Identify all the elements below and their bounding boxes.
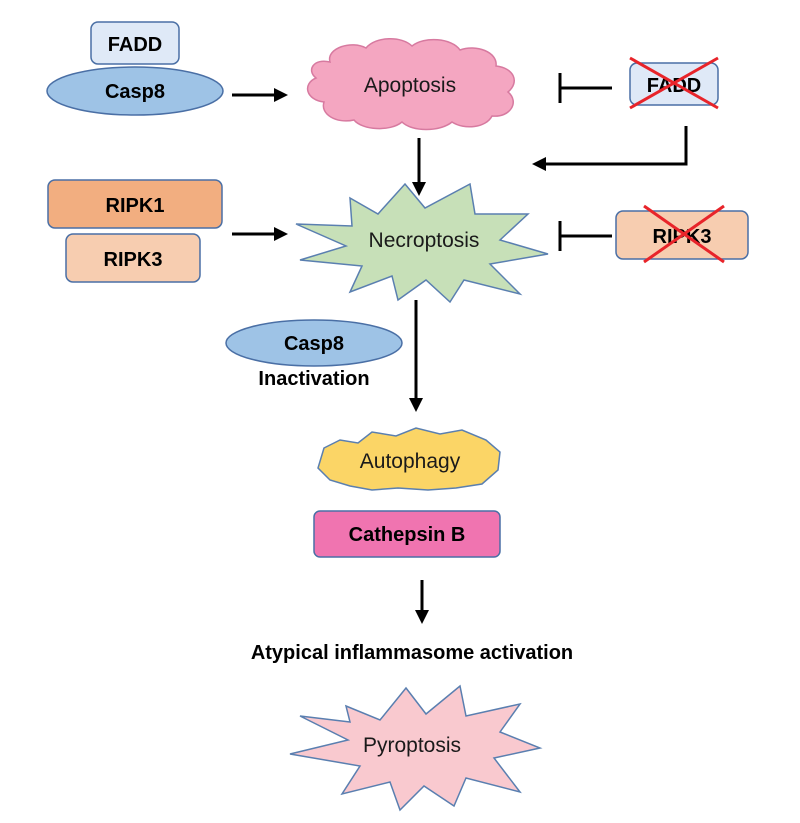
- necroptosis-star: Necroptosis: [295, 182, 549, 304]
- casp8-mid-ellipse: Casp8: [225, 319, 403, 367]
- ripk1-box: RIPK1: [47, 179, 223, 229]
- pyroptosis-label: Pyroptosis: [363, 734, 461, 757]
- ripk3-box: RIPK3: [65, 233, 201, 283]
- autophagy-label: Autophagy: [360, 450, 461, 473]
- fadd-box: FADD: [90, 21, 180, 65]
- ripk3-knockout-box: RIPK3: [615, 204, 749, 264]
- arrow-apoptosis-to-necroptosis: [412, 138, 426, 196]
- arrow-necroptosis-to-autophagy: [409, 300, 423, 412]
- atypical-inflammasome-label: Atypical inflammasome activation: [251, 642, 573, 664]
- arrow-cathepsin-to-inflammasome: [415, 580, 429, 624]
- cathepsin-b-label: Cathepsin B: [349, 524, 466, 546]
- knockout-cross-icon: [643, 204, 725, 264]
- pyroptosis-star: Pyroptosis: [289, 684, 543, 812]
- apoptosis-label: Apoptosis: [364, 74, 456, 97]
- fadd-label: FADD: [108, 34, 162, 56]
- necroptosis-label: Necroptosis: [369, 229, 480, 252]
- arrow-ripk-to-necroptosis: [232, 227, 288, 241]
- knockout-cross-icon: [629, 56, 719, 110]
- autophagy-blob: Autophagy: [317, 427, 501, 491]
- arrow-casp8-to-apoptosis: [232, 88, 288, 102]
- ripk1-label: RIPK1: [106, 195, 165, 217]
- casp8-top-ellipse: Casp8: [46, 66, 224, 116]
- arrow-fadd-knockout-elbow: [532, 126, 688, 171]
- ripk3-label: RIPK3: [104, 249, 163, 271]
- cathepsin-b-box: Cathepsin B: [313, 510, 501, 558]
- apoptosis-cloud: Apoptosis: [306, 38, 515, 131]
- casp8-top-label: Casp8: [105, 81, 165, 103]
- inhibit-fadd-to-apoptosis: [558, 73, 612, 103]
- inhibit-ripk3-to-necroptosis: [558, 221, 612, 251]
- casp8-mid-label: Casp8: [284, 333, 344, 355]
- inactivation-label: Inactivation: [258, 368, 369, 390]
- fadd-knockout-box: FADD: [629, 56, 719, 110]
